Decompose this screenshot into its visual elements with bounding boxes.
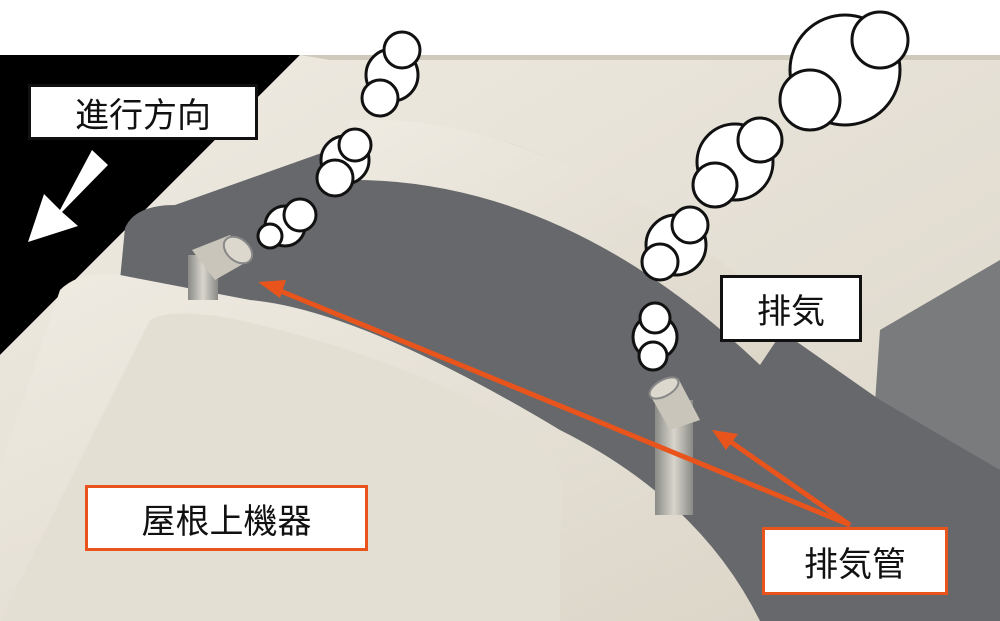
smoke-clouds: [256, 10, 910, 372]
cloud-icon: [315, 127, 373, 198]
cloud-icon: [256, 197, 318, 250]
roof-band: [340, 119, 790, 365]
cloud-icon: [778, 10, 910, 132]
exhaust-pipe-left: [188, 235, 254, 300]
exhaust-label: 排気: [720, 275, 862, 342]
cloud-icon: [631, 301, 679, 372]
exhaust-pipe-label: 排気管: [762, 527, 948, 595]
cloud-icon: [360, 30, 422, 118]
cloud-icon: [691, 116, 784, 209]
direction-label: 進行方向: [28, 84, 258, 140]
pointer-arrows: [258, 280, 852, 528]
cloud-icon: [640, 205, 710, 282]
direction-arrow-icon: [28, 150, 108, 242]
roof-equipment-label: 屋根上機器: [85, 485, 368, 551]
